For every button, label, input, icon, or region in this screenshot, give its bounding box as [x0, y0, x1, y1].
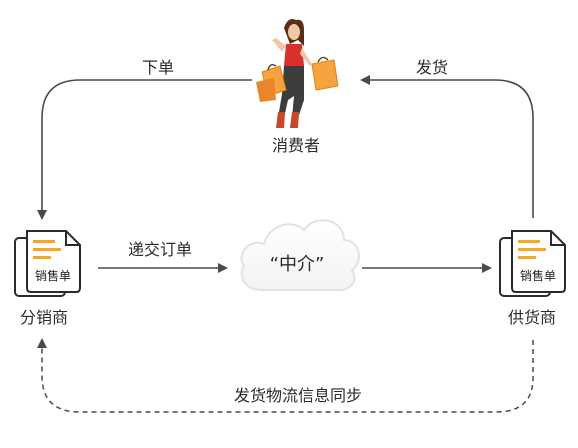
edge-label-place-order: 下单: [141, 58, 175, 77]
shopper-icon: [256, 19, 339, 128]
edge-ship: [360, 75, 534, 218]
node-label-distributor: 分销商: [19, 308, 69, 327]
node-label-supplier: 供货商: [507, 308, 557, 327]
sales-doc-icon-distributor: 销售单: [14, 230, 81, 297]
sales-doc-icon-supplier: 销售单: [499, 230, 566, 297]
doc-label-distributor: 销售单: [35, 268, 71, 283]
edge-label-logistics-sync: 发货物流信息同步: [233, 386, 363, 405]
edge-label-submit-order: 递交订单: [127, 240, 193, 259]
edge-label-ship: 发货: [415, 58, 449, 77]
node-label-intermediary: “中介”: [269, 254, 325, 275]
edge-place-order: [37, 79, 252, 220]
doc-label-supplier: 销售单: [520, 268, 556, 283]
node-label-consumer: 消费者: [271, 136, 321, 155]
cloud-icon: [240, 219, 360, 292]
